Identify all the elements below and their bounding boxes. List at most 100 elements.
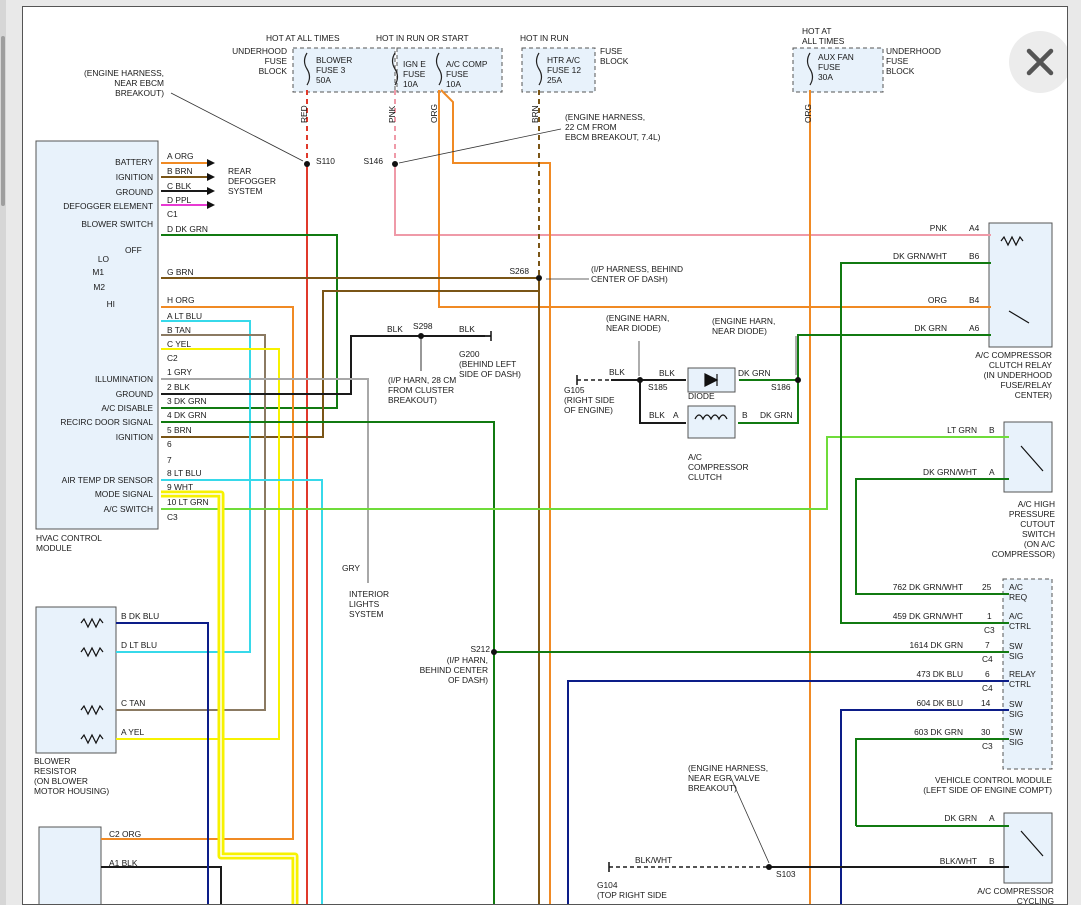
- svg-text:762 DK GRN/WHT: 762 DK GRN/WHT: [893, 582, 963, 592]
- svg-text:BLK: BLK: [459, 324, 475, 334]
- svg-text:LT GRN: LT GRN: [947, 425, 977, 435]
- svg-text:603 DK GRN: 603 DK GRN: [914, 727, 963, 737]
- leader-line-0: [170, 92, 304, 162]
- splice-dot-1: [392, 161, 398, 167]
- label-blk2: BLK: [459, 324, 475, 334]
- label-v1: 762 DK GRN/WHT: [893, 582, 963, 592]
- svg-text:SIG: SIG: [1009, 709, 1023, 719]
- fuse-icon-0: [303, 52, 311, 86]
- svg-text:(IN UNDERHOOD: (IN UNDERHOOD: [984, 370, 1052, 380]
- label-dg1: DK GRN: [738, 368, 771, 378]
- svg-text:S268: S268: [509, 266, 529, 276]
- scrollbar-thumb[interactable]: [1, 36, 5, 206]
- svg-text:S103: S103: [776, 869, 796, 879]
- label-hv7: GROUND: [116, 389, 153, 399]
- svg-text:GRY: GRY: [342, 563, 360, 573]
- label-s268: S268: [509, 266, 529, 276]
- svg-text:D PPL: D PPL: [167, 195, 192, 205]
- label-off: OFF: [125, 245, 142, 255]
- fuse-icon-3: [535, 52, 543, 86]
- svg-text:SIG: SIG: [1009, 737, 1023, 747]
- label-r_dg: DK GRN: [914, 323, 947, 333]
- label-p_h2: H ORG: [167, 295, 194, 305]
- svg-text:9 WHT: 9 WHT: [167, 482, 193, 492]
- svg-text:GROUND: GROUND: [116, 187, 153, 197]
- close-icon: [1026, 48, 1054, 76]
- svg-text:A/C: A/C: [688, 452, 702, 462]
- wire-mode-signal-highlight: [161, 490, 299, 904]
- fuse-block-aux: [792, 47, 884, 93]
- svg-text:(ENGINE HARN,: (ENGINE HARN,: [606, 313, 669, 323]
- label-r_b6: B6: [969, 251, 980, 261]
- label-hv8: A/C DISABLE: [101, 403, 153, 413]
- label-cy_a: A: [989, 813, 995, 823]
- svg-text:ORG: ORG: [429, 104, 439, 123]
- svg-text:604 DK BLU: 604 DK BLU: [916, 698, 963, 708]
- close-button[interactable]: [1009, 31, 1067, 93]
- svg-text:SW: SW: [1009, 727, 1023, 737]
- svg-text:SIG: SIG: [1009, 651, 1023, 661]
- label-p_a1: A ORG: [167, 151, 194, 161]
- label-hv10: IGNITION: [116, 432, 153, 442]
- label-p_d1: D PPL: [167, 195, 192, 205]
- svg-text:DK GRN: DK GRN: [944, 813, 977, 823]
- svg-text:7: 7: [167, 455, 172, 465]
- svg-text:FUSE 12: FUSE 12: [547, 65, 581, 75]
- svg-text:A/C: A/C: [1009, 582, 1023, 592]
- svg-text:A ORG: A ORG: [167, 151, 194, 161]
- svg-text:SW: SW: [1009, 641, 1023, 651]
- svg-text:IGNITION: IGNITION: [116, 172, 153, 182]
- label-bm_c2: C2 ORG: [109, 829, 141, 839]
- svg-text:BLOWER: BLOWER: [34, 756, 70, 766]
- label-v1p: 25: [982, 582, 992, 592]
- label-hv6: ILLUMINATION: [95, 374, 153, 384]
- svg-text:HVAC CONTROL: HVAC CONTROL: [36, 533, 102, 543]
- svg-text:6: 6: [985, 669, 990, 679]
- label-v5p: 14: [981, 698, 991, 708]
- svg-text:G104: G104: [597, 880, 618, 890]
- label-c1: C1: [167, 209, 178, 219]
- fuse-icon-1: [391, 52, 399, 86]
- connector-arrow-2: [207, 187, 215, 195]
- label-hv1: BATTERY: [115, 157, 153, 167]
- label-hv2: IGNITION: [116, 172, 153, 182]
- svg-text:SIDE OF DASH): SIDE OF DASH): [459, 369, 521, 379]
- svg-text:(ENGINE HARNESS,: (ENGINE HARNESS,: [84, 68, 164, 78]
- svg-text:DIODE: DIODE: [688, 391, 715, 401]
- label-p_7: 7: [167, 455, 172, 465]
- svg-text:CTRL: CTRL: [1009, 621, 1031, 631]
- label-s186: S186: [771, 382, 791, 392]
- svg-text:(BEHIND LEFT: (BEHIND LEFT: [459, 359, 516, 369]
- svg-text:HI: HI: [107, 299, 115, 309]
- fuse-icon-2: [435, 52, 443, 86]
- label-pb: B: [742, 410, 748, 420]
- svg-text:S186: S186: [771, 382, 791, 392]
- svg-text:BREAKOUT): BREAKOUT): [115, 88, 164, 98]
- clutch-coil-icon: [694, 414, 728, 421]
- svg-text:5 BRN: 5 BRN: [167, 425, 192, 435]
- svg-text:SW: SW: [1009, 699, 1023, 709]
- label-c3: C3: [167, 512, 178, 522]
- label-w_brn: BRN: [530, 105, 540, 123]
- svg-text:50A: 50A: [316, 75, 331, 85]
- label-m2: M2: [93, 282, 105, 292]
- wire-black-20: [161, 335, 490, 395]
- label-p_5: 5 BRN: [167, 425, 192, 435]
- scrollbar[interactable]: [0, 0, 6, 905]
- svg-text:RESISTOR: RESISTOR: [34, 766, 77, 776]
- label-v4: 473 DK BLU: [916, 669, 963, 679]
- wire-dk_green-25: [840, 262, 1009, 624]
- wire-dk_green-26: [739, 334, 991, 381]
- blower-resistor: [35, 606, 117, 754]
- svg-text:C4: C4: [982, 654, 993, 664]
- svg-text:CENTER OF DASH): CENTER OF DASH): [591, 274, 668, 284]
- svg-text:HOT IN RUN: HOT IN RUN: [520, 33, 569, 43]
- svg-text:NEAR DIODE): NEAR DIODE): [606, 323, 661, 333]
- svg-text:C TAN: C TAN: [121, 698, 145, 708]
- svg-text:22 CM FROM: 22 CM FROM: [565, 122, 617, 132]
- svg-text:REQ: REQ: [1009, 592, 1028, 602]
